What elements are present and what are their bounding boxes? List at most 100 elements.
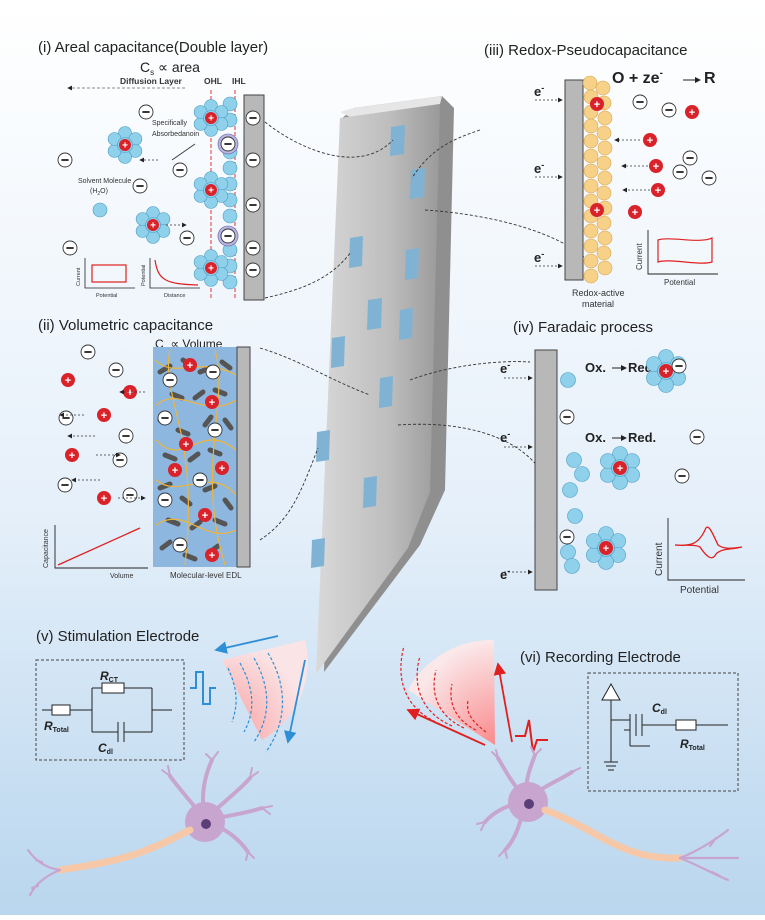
panel-iv-title: (iv) Faradaic process [513,319,653,336]
ox-2: Ox. [585,430,606,445]
ox-1: Ox. [585,360,606,375]
plot-iii-y: Current [635,243,644,270]
plot-ii-y: Capacitance [43,529,50,568]
electron-iv-2: e- [500,429,510,445]
plot-iii-x: Potential [664,278,695,287]
eq-a: O + ze [612,70,660,87]
rct-a: R [100,669,109,683]
rrt-sub: Total [689,745,705,752]
stim-field-fan [222,640,308,740]
plot-iv-x: Potential [680,585,719,596]
electron-iii-2: e- [534,160,544,176]
stim-circuit-box [35,659,185,761]
panel-recording-electrode: (vi) Recording Electrode Cdl RTotal [400,639,739,792]
absorbedanoin-label: Absorbedanoin [152,131,199,138]
eq-sup: - [660,68,663,79]
ev1s: - [507,360,510,370]
plot2-x: Distance [164,293,185,299]
specific-anions [217,133,239,247]
electron-iv-3: e- [500,566,510,582]
plot2-y: Potential [141,265,147,286]
e1s: - [541,83,544,93]
rct-sub: CT [109,677,119,684]
neuron-left [26,751,273,897]
formula-sub: s [150,68,154,77]
edl-label: Molecular-level EDL [170,571,242,580]
red-2: Red. [628,430,656,445]
cdl-sub: dl [107,749,113,756]
stim-pulse-waveform [190,671,216,705]
plot1-x: Potential [96,293,117,299]
solvent-molecule [92,202,108,218]
panel-i-title: (i) Areal capacitance(Double layer) [38,39,268,56]
rec-arrow-up [493,662,513,743]
eq-r: R [704,70,716,87]
formula-c: C [140,59,150,75]
h2o-b: O) [100,188,108,195]
stim-r-ct: RCT [100,669,119,684]
rcdl-sub: dl [661,709,667,716]
panel-stimulation-electrode: (v) Stimulation Electrode RCT RTotal Cdl [35,628,308,761]
ox-red-2: Ox. Red. [585,430,656,445]
ev3s: - [507,566,510,576]
panel-iii-title: (iii) Redox-Pseudocapacitance [484,42,687,59]
rec-r-total: RTotal [680,737,705,752]
rec-circuit-box [587,672,739,792]
electrode-plate-ii [236,346,251,568]
arrows-iii [535,97,650,269]
stim-arrow-down [284,659,306,744]
rec-circuit [601,682,728,771]
rcdl-a: C [652,701,661,715]
electron-iii-3: e- [534,249,544,265]
plot-ii-x: Volume [110,573,133,580]
rec-arrow-left [406,708,486,746]
rec-field-waves [400,645,487,733]
h2o-a: (H [90,188,97,195]
formula-rest: ∝ area [154,59,200,75]
e1: e [534,84,541,99]
diffusion-layer-label: Diffusion Layer [120,76,183,86]
stim-r-total: RTotal [44,719,69,734]
plot-iv-y: Current [654,542,665,576]
arrows-iv [504,375,533,575]
stim-field-waves [227,652,284,753]
ev1: e [500,361,507,376]
solvent-iv [560,372,590,574]
neuron-right [476,746,740,882]
electron-iv-1: e- [500,360,510,376]
redox-equation: O + ze- [612,68,663,87]
panel-ii-title: (ii) Volumetric capacitance [38,317,213,334]
panel-v-title: (v) Stimulation Electrode [36,628,199,645]
e3s: - [541,249,544,259]
polymer-strands [157,357,234,562]
rec-spike-waveform [515,719,548,753]
stim-arrow-up [214,635,279,654]
material-label-1: Redox-active [572,288,625,298]
solvent-h2o: (H2O) [90,188,108,197]
formula-ii-c: C [155,337,164,351]
specifically-label: Specifically [152,120,188,127]
e2s: - [541,160,544,170]
ev2: e [500,430,507,445]
rec-c-dl: Cdl [652,701,667,716]
cdl-a: C [98,741,107,755]
electrode-plate-iii [564,79,584,281]
stim-c-dl: Cdl [98,741,113,756]
plot-iv-cv: Current Potential [654,518,745,596]
material-label-2: material [582,299,614,309]
rtot-a: R [44,719,53,733]
h2o-sub: 2 [97,191,100,197]
solvent-label: Solvent Molecule [78,178,131,185]
callout-line [171,143,196,161]
rrt-a: R [680,737,689,751]
probe-windows [311,125,425,568]
panel-volumetric-capacitance: (ii) Volumetric capacitance Cs ∝ Volume [38,317,251,580]
e2: e [534,161,541,176]
panel-faradaic-process: (iv) Faradaic process Ox. Red. Ox. Red. [500,319,745,596]
electron-iii-1: e- [534,83,544,99]
e3: e [534,250,541,265]
panel-areal-capacitance: (i) Areal capacitance(Double layer) Cs ∝… [38,39,268,301]
plot1-y: Current [76,267,82,286]
panel-vi-title: (vi) Recording Electrode [520,649,681,666]
electrode-plate-iv [534,349,558,591]
